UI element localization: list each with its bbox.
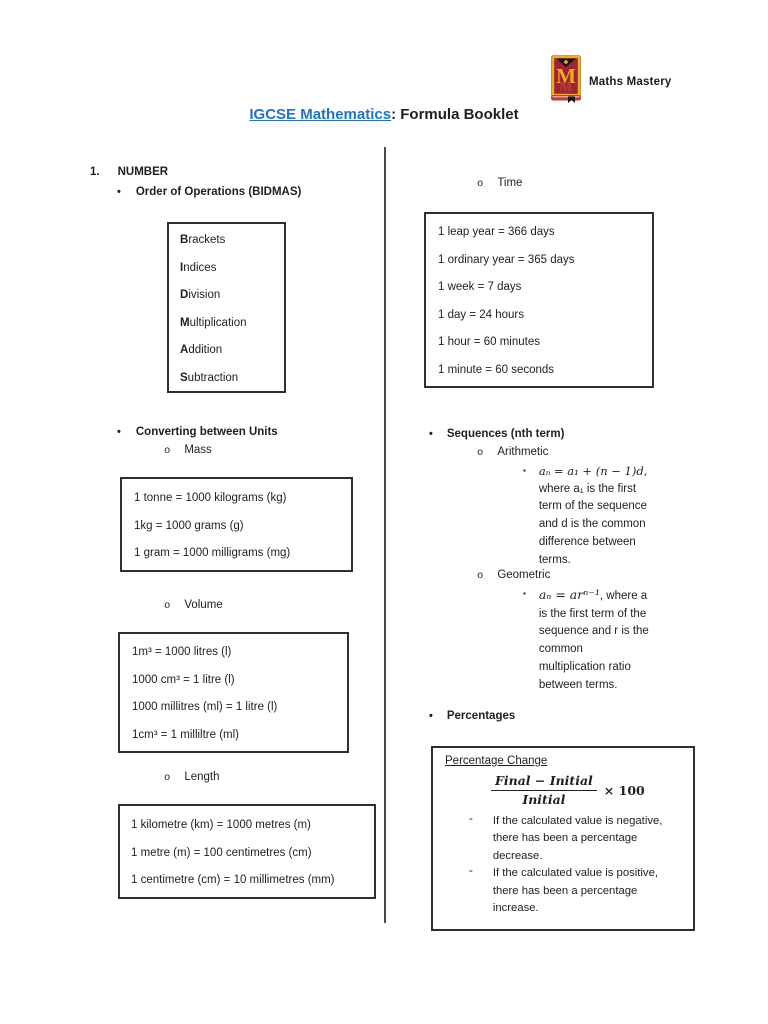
arithmetic-desc: where a₁ is the first [538,482,637,495]
mass-label: o Mass [164,444,212,457]
fraction-numerator: Final − Initial [491,773,597,791]
percentage-change-title: Percentage Change [445,755,548,767]
time-fact: 1 leap year = 366 days [438,226,555,238]
section-title: NUMBER [117,166,169,178]
volume-fact: 1000 millitres (ml) = 1 litre (l) [132,701,278,713]
mass-box: 1 tonne = 1000 kilograms (kg) 1kg = 1000… [120,477,353,572]
arithmetic-desc: and d is the common [538,518,646,531]
time-label-text: Time [497,177,523,189]
circle-bullet-icon: o [164,600,171,612]
section-number-heading: 1. NUMBER [90,166,168,178]
mass-fact: 1kg = 1000 grams (g) [134,519,244,532]
geometric-label-text: Geometric [497,569,551,581]
book-m-logo-icon: M M [551,55,582,108]
mass-fact: 1 gram = 1000 milligrams (mg) [134,547,291,559]
converting-heading-label: Converting between Units [135,426,278,438]
bullet-icon: • [117,186,121,198]
length-fact: 1 kilometre (km) = 1000 metres (m) [131,819,311,831]
percentage-note: - If the calculated value is negative, t… [469,813,681,865]
length-fact: 1 centimetre (cm) = 10 millimetres (mm) [131,874,335,886]
time-fact: 1 ordinary year = 365 days [438,253,575,266]
bullet-icon: • [117,426,121,438]
fraction-denominator: Initial [522,792,566,807]
bullet-icon: • [429,710,433,722]
bidmas-item: Brackets [180,234,226,246]
time-label: o Time [477,177,522,190]
geometric-desc: between terms. [538,678,618,691]
bidmas-item: Indices [180,261,217,274]
arithmetic-label-text: Arithmetic [497,446,549,458]
sequences-heading: • Sequences (nth term) [429,428,564,440]
time-fact: 1 hour = 60 minutes [438,336,540,348]
time-fact: 1 minute = 60 seconds [438,363,555,376]
mass-fact: 1 tonne = 1000 kilograms (kg) [134,492,287,504]
brand-name: Maths Mastery [589,75,672,88]
bidmas-heading-label: Order of Operations (BIDMAS) [135,186,302,198]
mass-label-text: Mass [184,444,212,456]
converting-heading: • Converting between Units [117,426,278,438]
length-box: 1 kilometre (km) = 1000 metres (m) 1 met… [118,804,376,899]
bidmas-box: Brackets Indices Division Multiplication… [167,222,286,393]
percentage-note: - If the calculated value is positive, t… [469,865,681,917]
square-bullet-icon: ▪ [523,466,526,475]
bullet-icon: • [429,428,433,440]
volume-box: 1m³ = 1000 litres (l) 1000 cm³ = 1 litre… [118,632,349,753]
bidmas-item: Subtraction [180,371,239,384]
column-divider-line [384,147,386,923]
note-text: If the calculated value is positive, the… [492,867,658,915]
arithmetic-formula: aₙ = a₁ + (n − 1)d, [538,464,648,478]
percentages-heading: • Percentages [429,710,515,722]
length-fact: 1 metre (m) = 100 centimetres (cm) [131,846,312,859]
geometric-desc: multiplication ratio [538,660,631,673]
dash-bullet-icon: - [469,865,473,878]
geometric-block: ▪ aₙ = arⁿ⁻¹, where a is the first term … [523,586,649,694]
note-text: If the calculated value is negative, the… [492,815,663,862]
dash-bullet-icon: - [469,813,473,825]
bidmas-item: Multiplication [180,316,247,329]
length-label: o Length [164,771,220,784]
circle-bullet-icon: o [477,570,484,582]
time-fact: 1 day = 24 hours [438,308,524,321]
volume-fact: 1000 cm³ = 1 litre (l) [132,673,235,686]
geometric-formula-line: aₙ = arⁿ⁻¹, where a [538,587,648,602]
percentage-change-box: Percentage Change Final − Initial Initia… [431,746,695,931]
volume-label-text: Volume [184,599,223,611]
arithmetic-desc: difference between [538,535,636,548]
time-box: 1 leap year = 366 days 1 ordinary year =… [424,212,654,388]
time-fact: 1 week = 7 days [438,281,522,293]
circle-bullet-icon: o [164,772,171,784]
svg-text:M: M [560,79,572,94]
geometric-label: o Geometric [477,569,550,582]
geometric-desc: common [538,643,583,656]
brand-logo: M M Maths Mastery [551,55,672,108]
arithmetic-label: o Arithmetic [477,446,548,459]
percentages-heading-label: Percentages [446,710,516,722]
page-title: IGCSE Mathematics: Formula Booklet [0,106,768,123]
bidmas-item: Addition [180,344,223,356]
igcse-mathematics-link[interactable]: IGCSE Mathematics [249,106,392,123]
fraction-multiplier: × 100 [603,782,645,798]
sequences-heading-label: Sequences (nth term) [446,428,565,440]
arithmetic-desc: term of the sequence [538,500,647,513]
volume-fact: 1cm³ = 1 milliltre (ml) [132,728,240,741]
volume-fact: 1m³ = 1000 litres (l) [132,646,232,658]
title-suffix: : Formula Booklet [391,106,519,123]
svg-text:M: M [556,64,576,88]
length-label-text: Length [184,771,220,783]
geometric-desc: sequence and r is the [538,625,649,638]
square-bullet-icon: ▪ [523,589,526,598]
bidmas-heading: • Order of Operations (BIDMAS) [117,186,301,198]
arithmetic-desc: terms. [538,553,571,566]
percentage-change-formula: Final − Initial Initial × 100 [491,773,645,807]
arithmetic-block: ▪ aₙ = a₁ + (n − 1)d, where a₁ is the fi… [523,463,647,569]
volume-label: o Volume [164,599,223,612]
bidmas-item: Division [180,289,221,301]
circle-bullet-icon: o [477,447,484,459]
section-index: 1. [90,166,100,178]
circle-bullet-icon: o [477,178,484,190]
circle-bullet-icon: o [164,445,171,457]
geometric-desc: is the first term of the [538,607,647,620]
